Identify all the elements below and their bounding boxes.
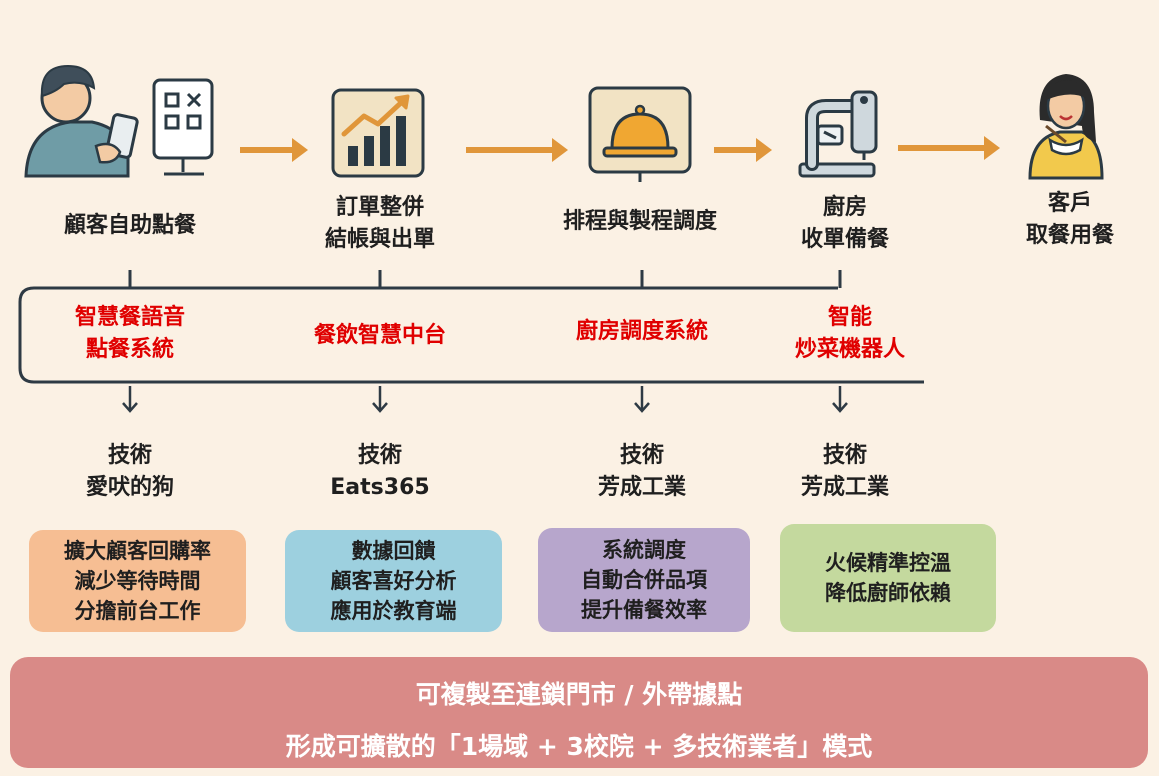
tech-label-2: 技術 Eats365	[330, 443, 430, 500]
step-label-4: 廚房 收單備餐	[800, 195, 889, 252]
system-bracket	[18, 270, 924, 384]
flow-arrow-2	[466, 138, 568, 162]
system-label-4: 智能 炒菜機器人	[794, 305, 905, 362]
system-label-1: 智慧餐語音 點餐系統	[74, 305, 185, 362]
cooking-robot-icon	[798, 90, 878, 178]
down-arrows	[122, 386, 848, 413]
benefit-box-3: 系統調度 自動合併品項 提升備餐效率	[538, 528, 750, 632]
benefit-box-4: 火候精準控溫 降低廚師依賴	[780, 524, 996, 632]
system-label-2: 餐飲智慧中台	[313, 323, 446, 348]
woman-eating-icon	[1028, 74, 1104, 180]
food-cloche-icon	[588, 86, 692, 182]
tech-label-4: 技術 芳成工業	[800, 443, 889, 500]
step-label-3: 排程與製程調度	[562, 209, 717, 234]
step-label-2: 訂單整併 結帳與出單	[324, 195, 435, 252]
tech-label-3: 技術 芳成工業	[597, 443, 686, 500]
banner-line-1: 可複製至連鎖門市 / 外帶據點	[415, 680, 743, 709]
benefit-box-2: 數據回饋 顧客喜好分析 應用於教育端	[285, 530, 502, 632]
flow-arrow-4	[898, 136, 1000, 160]
benefit-box-1: 擴大顧客回購率 減少等待時間 分擔前台工作	[29, 530, 246, 632]
system-label-3: 廚房調度系統	[575, 319, 708, 344]
customer-phone-qr-icon	[24, 64, 214, 178]
flow-arrow-1	[240, 138, 308, 162]
step-label-5: 客戶 取餐用餐	[1025, 191, 1114, 248]
step-label-1: 顧客自助點餐	[63, 213, 196, 238]
summary-banner: 可複製至連鎖門市 / 外帶據點 形成可擴散的「1場域 + 3校院 + 多技術業者…	[10, 657, 1148, 768]
tech-label-1: 技術 愛吠的狗	[85, 443, 174, 500]
growth-chart-icon	[331, 88, 425, 178]
banner-line-2: 形成可擴散的「1場域 + 3校院 + 多技術業者」模式	[285, 732, 873, 761]
flow-arrow-3	[714, 138, 772, 162]
